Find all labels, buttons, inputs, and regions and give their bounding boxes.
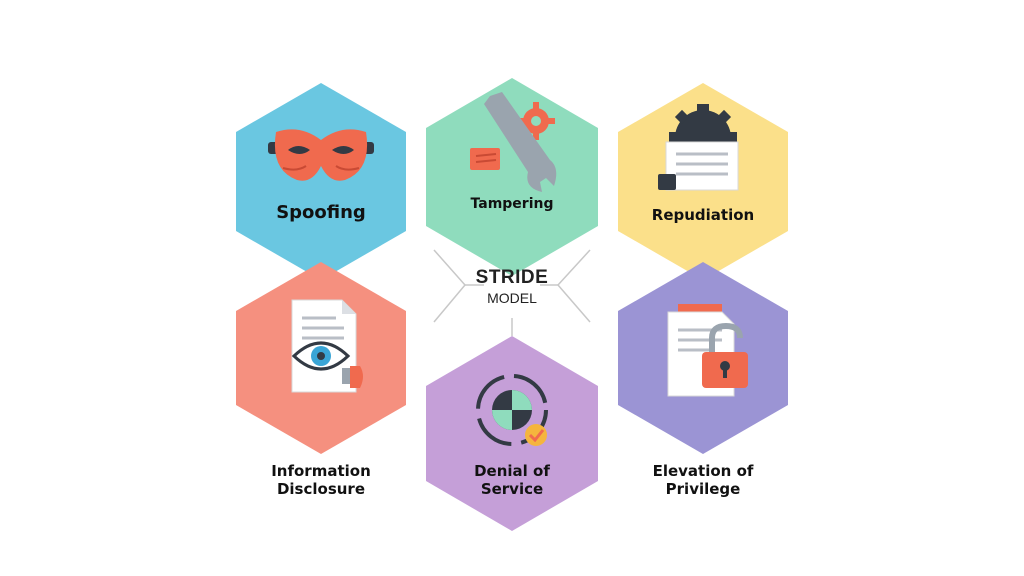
eye-document-icon — [291, 299, 363, 393]
label-information-disclosure-line1: Information — [271, 462, 371, 480]
connectors — [433, 243, 591, 336]
hex-tampering — [426, 78, 598, 276]
label-denial-of-service-line2: Service — [480, 480, 544, 498]
hex-denial-of-service — [426, 336, 598, 531]
label-information-disclosure: Information Disclosure — [231, 462, 411, 498]
label-elevation-of-privilege-line1: Elevation of — [652, 462, 754, 480]
center-title: STRIDE — [475, 267, 549, 288]
cycle-icon — [476, 374, 548, 446]
label-elevation-of-privilege: Elevation of Privilege — [613, 462, 793, 498]
label-repudiation: Repudiation — [651, 206, 755, 224]
label-denial-of-service-line1: Denial of — [474, 462, 550, 480]
mask-icon — [268, 129, 374, 181]
unlocked-padlock-icon — [667, 304, 748, 397]
label-denial-of-service: Denial of Service — [437, 462, 587, 498]
label-elevation-of-privilege-line2: Privilege — [665, 480, 741, 498]
label-tampering: Tampering — [470, 196, 554, 212]
connector-left — [433, 249, 466, 323]
wrench-gear-icon — [470, 92, 557, 192]
label-information-disclosure-line2: Disclosure — [276, 480, 366, 498]
connector-right — [556, 249, 591, 323]
center-subtitle: MODEL — [487, 290, 537, 306]
hex-spoofing — [236, 83, 406, 280]
gear-document-icon — [658, 104, 739, 191]
label-spoofing: Spoofing — [276, 202, 366, 223]
